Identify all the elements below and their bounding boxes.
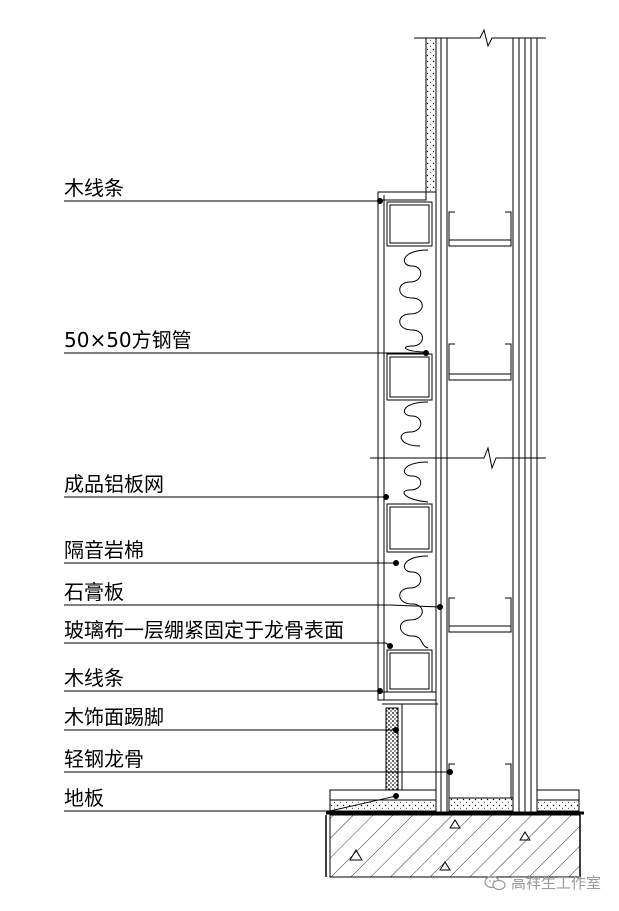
steel-tube — [389, 356, 430, 398]
label-baseboard: 木饰面踢脚 — [64, 705, 164, 729]
label-rock-wool: 隔音岩棉 — [64, 538, 144, 562]
label-steel-tube: 50×50方钢管 — [64, 328, 192, 352]
label-aluminum-mesh: 成品铝板网 — [64, 472, 164, 496]
steel-tube — [386, 201, 433, 247]
steel-tube — [389, 652, 430, 690]
label-wood-trim-bottom: 木线条 — [64, 666, 124, 690]
steel-tube — [386, 353, 433, 401]
steel-tube — [386, 503, 433, 553]
bottom-wood-trim — [377, 691, 437, 701]
rock-wool — [399, 249, 429, 353]
steel-tube — [389, 506, 430, 550]
label-gypsum-board: 石膏板 — [64, 580, 124, 604]
steel-tube — [386, 649, 433, 693]
top-break-line — [414, 28, 546, 48]
leader-lines — [64, 200, 450, 812]
rock-wool — [399, 555, 429, 649]
floor-screed — [329, 799, 437, 812]
wood-baseboard — [385, 707, 399, 791]
label-glass-cloth: 玻璃布一层绷紧固定于龙骨表面 — [64, 618, 344, 642]
label-steel-keel: 轻钢龙骨 — [64, 747, 144, 771]
middle-break-line — [370, 446, 546, 470]
floor-screed-right — [536, 799, 580, 812]
label-floor: 地板 — [64, 786, 104, 810]
steel-tube — [389, 204, 430, 244]
wechat-icon — [484, 875, 506, 890]
rock-wool — [403, 461, 429, 503]
floor-finish-right — [448, 797, 514, 812]
top-wood-trim — [377, 191, 427, 201]
label-wood-trim-top: 木线条 — [64, 176, 124, 200]
leader-dots — [377, 198, 453, 799]
concrete-slab — [329, 814, 581, 878]
light-steel-keel — [448, 211, 512, 799]
rock-wool — [400, 401, 429, 447]
upper-concrete-wall — [425, 37, 437, 193]
watermark-text: 高祥生工作室 — [511, 874, 602, 892]
floor-finish-right-2 — [536, 789, 580, 801]
watermark: 高祥生工作室 — [484, 872, 601, 893]
